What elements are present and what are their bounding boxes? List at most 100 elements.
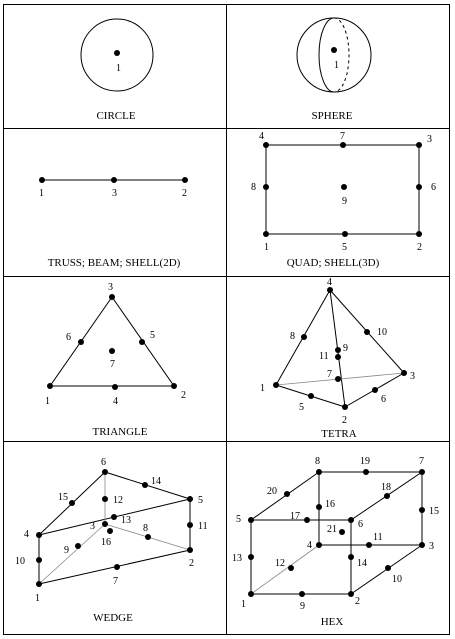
node-dot <box>363 469 369 475</box>
node-dot <box>248 517 254 523</box>
node-dot <box>75 543 81 549</box>
node-label: 9 <box>342 196 347 207</box>
node-dot <box>419 507 425 513</box>
node-label: 11 <box>198 521 208 532</box>
triangle-element: 3 6 5 7 1 4 2 TRIANGLE <box>45 282 186 438</box>
node-dot <box>171 383 177 389</box>
node-label: 3 <box>90 521 95 532</box>
node-label: 2 <box>342 415 347 426</box>
node-label: 18 <box>381 482 391 493</box>
node-dot <box>385 565 391 571</box>
node-label: 9 <box>64 545 69 556</box>
cell-caption: CIRCLE <box>96 110 135 122</box>
node-dot <box>109 348 115 354</box>
node-label: 10 <box>15 556 25 567</box>
node-label: 5 <box>236 514 241 525</box>
node-dot <box>342 404 348 410</box>
node-label: 6 <box>431 182 436 193</box>
cell-caption: WEDGE <box>93 612 133 624</box>
node-label: 15 <box>429 506 439 517</box>
node-label: 1 <box>39 188 44 199</box>
quad-element: 4 7 3 8 9 6 1 5 2 QUAD; SHELL(3D) <box>251 131 436 269</box>
node-dot <box>142 482 148 488</box>
node-dot <box>69 500 75 506</box>
cell-caption: TRIANGLE <box>93 426 148 438</box>
cell-caption: TETRA <box>321 428 356 440</box>
node-dot <box>316 542 322 548</box>
node-label: 16 <box>101 537 111 548</box>
node-label: 15 <box>58 492 68 503</box>
tetra-element: 4 8 10 9 11 7 3 1 5 6 2 TETRA <box>260 277 415 440</box>
node-label: 9 <box>343 343 348 354</box>
node-dot <box>339 529 345 535</box>
node-dot <box>145 534 151 540</box>
wedge-element: 6 14 15 12 5 3 13 8 16 11 4 9 2 10 7 1 W… <box>15 457 208 624</box>
cell-caption: QUAD; SHELL(3D) <box>287 257 380 269</box>
node-dot <box>263 142 269 148</box>
cell-caption: SPHERE <box>312 110 353 122</box>
cell-caption: HEX <box>321 616 344 628</box>
node-dot <box>248 591 254 597</box>
node-label: 2 <box>182 188 187 199</box>
wedge-hidden-edge <box>38 523 106 585</box>
node-label: 11 <box>319 351 329 362</box>
node-dot <box>39 177 45 183</box>
node-label: 9 <box>300 601 305 612</box>
node-dot <box>114 50 120 56</box>
circle-outline <box>80 18 154 92</box>
node-label: 1 <box>264 242 269 253</box>
node-label: 4 <box>307 540 312 551</box>
node-dot <box>299 591 305 597</box>
node-dot <box>187 547 193 553</box>
node-dot <box>364 329 370 335</box>
node-dot <box>304 517 310 523</box>
hex-hidden-edge <box>250 544 320 595</box>
node-label: 8 <box>290 331 295 342</box>
node-label: 13 <box>121 515 131 526</box>
node-label: 7 <box>419 456 424 467</box>
node-label: 10 <box>377 327 387 338</box>
node-dot <box>36 581 42 587</box>
node-label: 12 <box>113 495 123 506</box>
node-dot <box>273 382 279 388</box>
node-label: 2 <box>181 390 186 401</box>
node-label: 3 <box>108 282 113 293</box>
node-label: 2 <box>417 242 422 253</box>
node-label: 1 <box>35 593 40 604</box>
node-dot <box>419 469 425 475</box>
node-label: 1 <box>260 383 265 394</box>
node-label: 5 <box>342 242 347 253</box>
node-label: 6 <box>66 332 71 343</box>
node-dot <box>372 387 378 393</box>
node-label: 4 <box>259 131 264 142</box>
cell-caption: TRUSS; BEAM; SHELL(2D) <box>48 257 181 269</box>
node-label: 3 <box>427 134 432 145</box>
node-dot <box>114 564 120 570</box>
node-dot <box>248 554 254 560</box>
node-dot <box>384 493 390 499</box>
node-dot <box>102 496 108 502</box>
node-label: 21 <box>327 524 337 535</box>
node-label: 6 <box>101 457 106 468</box>
node-dot <box>340 142 346 148</box>
node-label: 11 <box>373 532 383 543</box>
node-label: 3 <box>429 541 434 552</box>
node-dot <box>348 517 354 523</box>
node-label: 16 <box>325 499 335 510</box>
node-dot <box>401 370 407 376</box>
node-label: 17 <box>290 511 300 522</box>
node-label: 19 <box>360 456 370 467</box>
node-dot <box>416 231 422 237</box>
node-label: 7 <box>113 576 118 587</box>
node-label: 14 <box>151 476 161 487</box>
node-label: 3 <box>410 371 415 382</box>
node-dot <box>78 339 84 345</box>
sphere-front-meridian <box>318 17 335 93</box>
sphere-element: 1 SPHERE <box>296 17 372 122</box>
node-dot <box>109 294 115 300</box>
node-dot <box>36 557 42 563</box>
node-label: 5 <box>198 495 203 506</box>
node-dot <box>263 184 269 190</box>
node-dot <box>342 231 348 237</box>
